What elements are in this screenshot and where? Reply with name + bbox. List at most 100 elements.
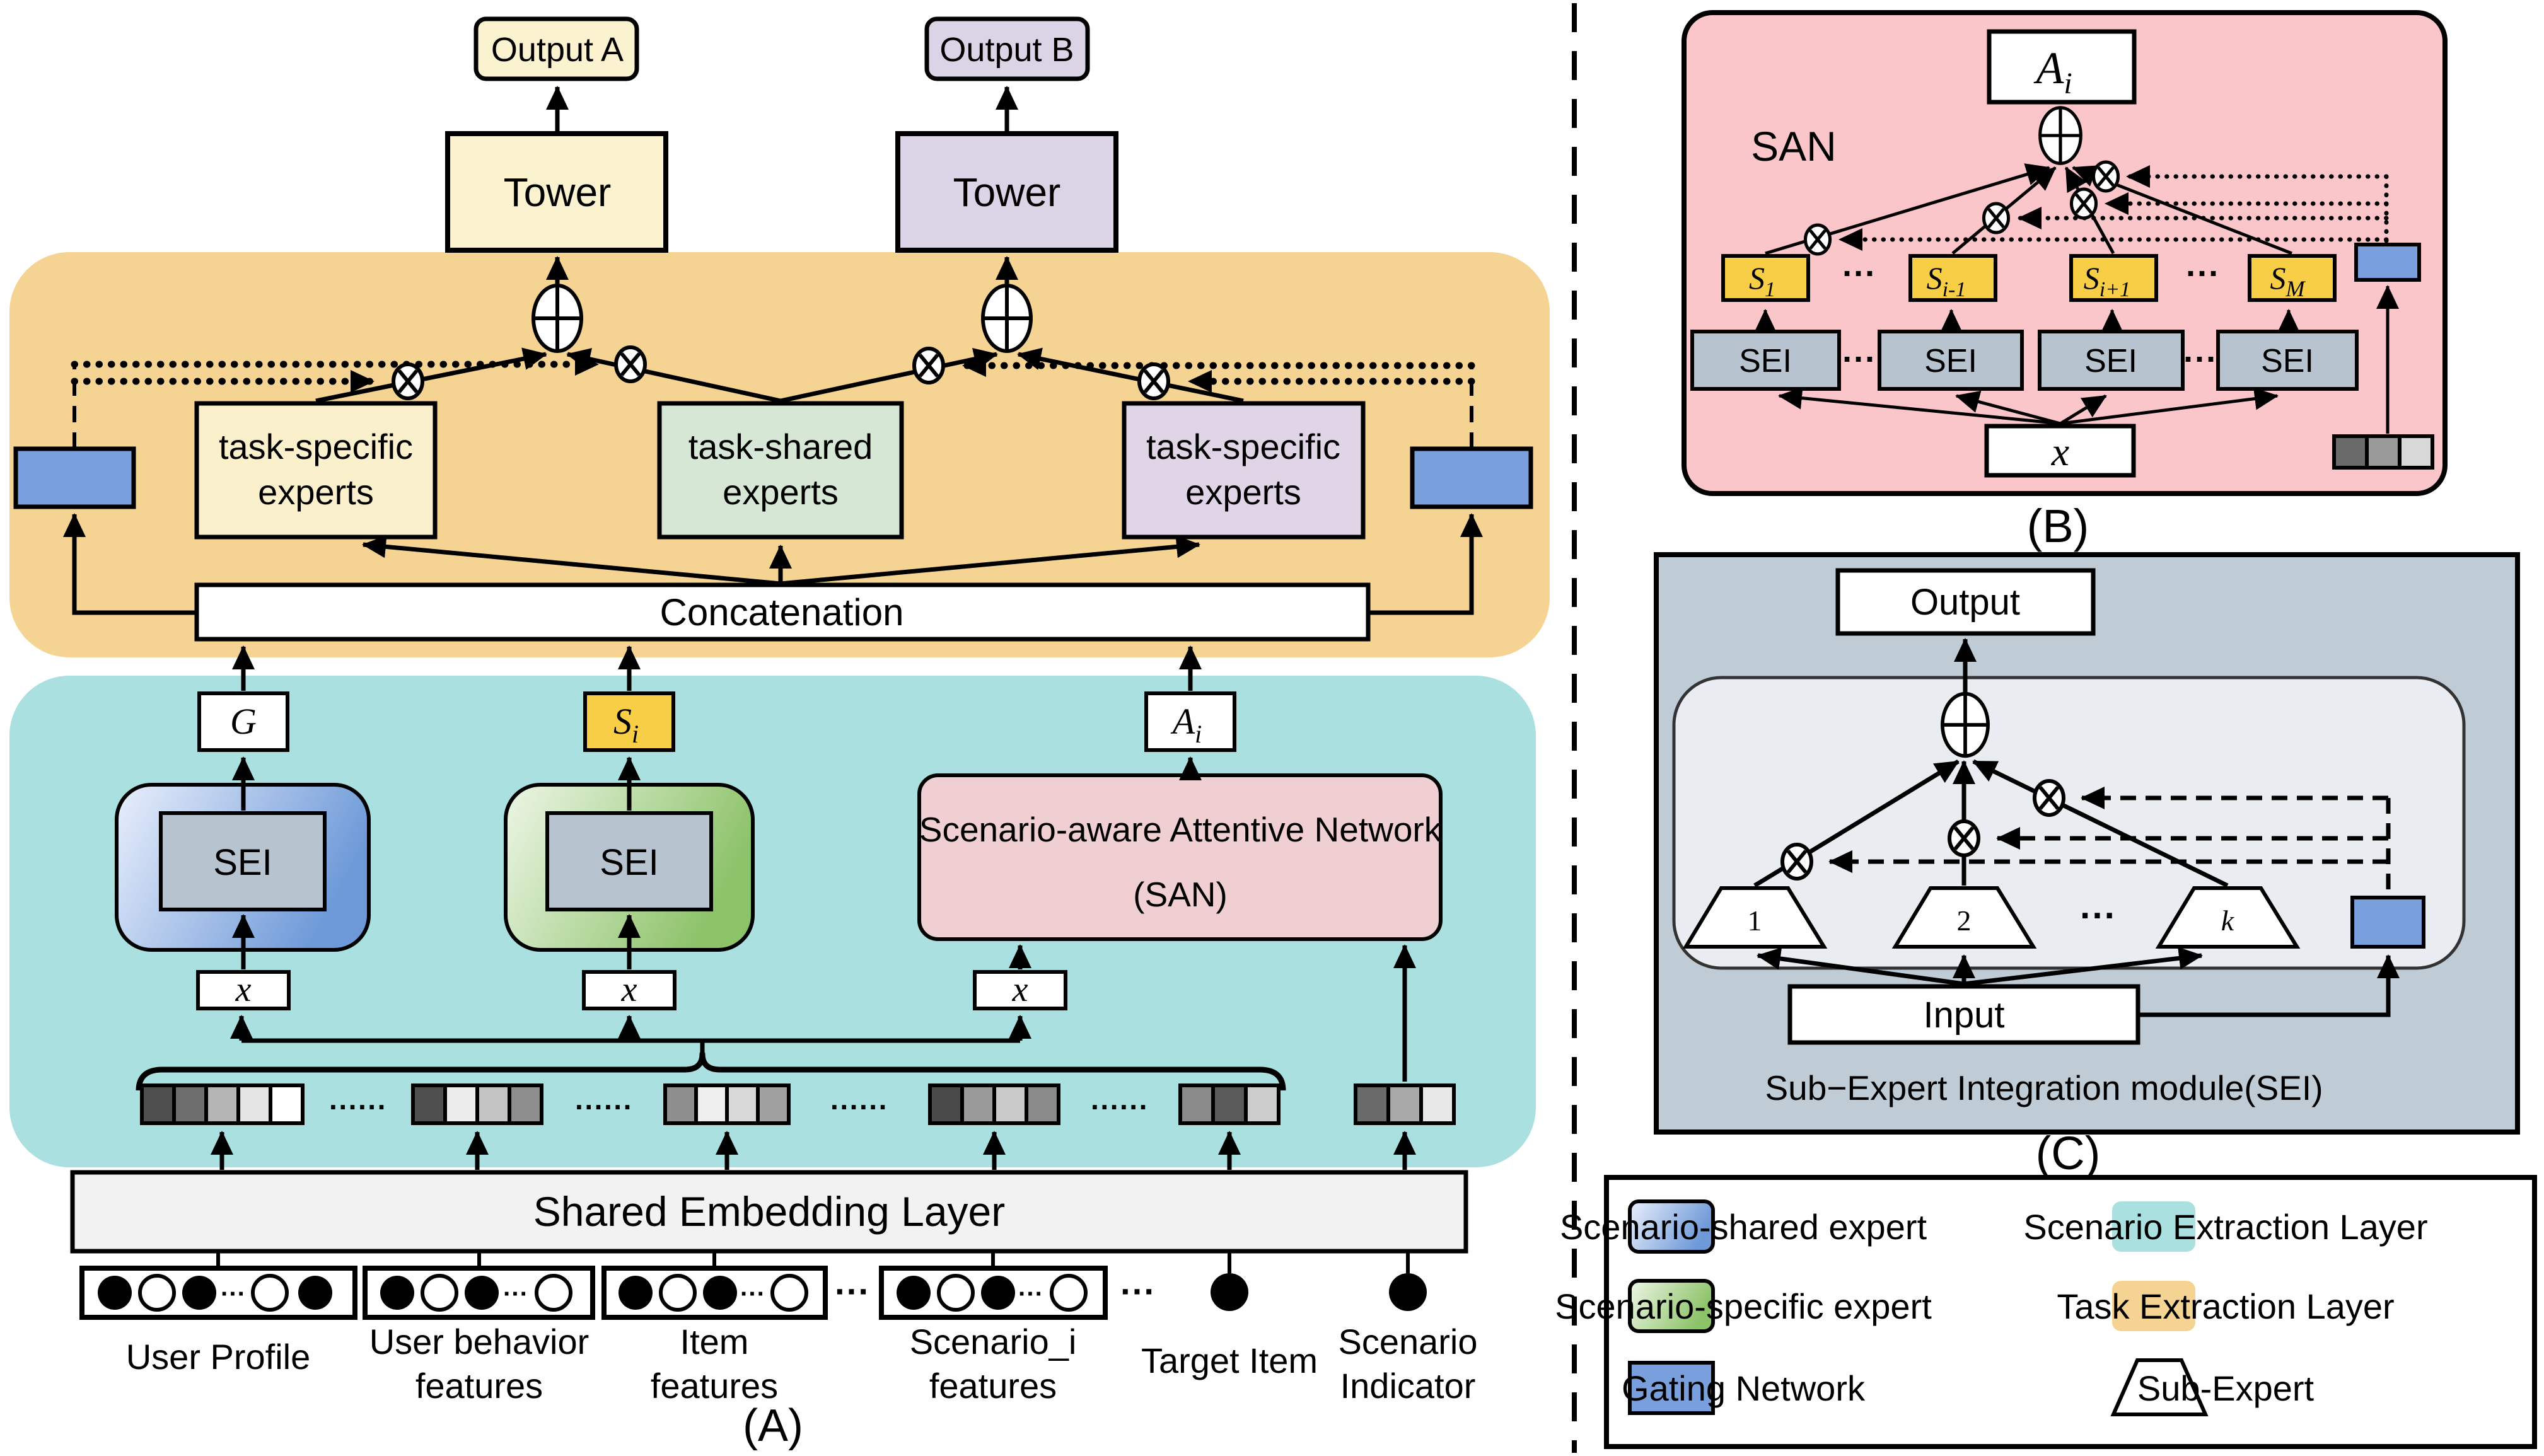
legend-swatch-scenario-specific <box>1628 1279 1715 1333</box>
otimes-a-left-icon <box>393 364 422 398</box>
trapezoid-k-label: k <box>2221 904 2235 937</box>
panel-b-dots: ··· <box>1842 340 1876 378</box>
x-input-3 <box>973 970 1067 1010</box>
line-shared-expert-to-oplus-b <box>780 347 998 403</box>
legend-label-scenario-shared: Scenario-shared expert <box>1560 1207 1927 1247</box>
legend-swatch-scenario-shared <box>1628 1199 1715 1254</box>
legend-box: Scenario-shared expert Scenario-specific… <box>1555 1175 2537 1449</box>
sei-specific-module: SEI <box>504 756 755 969</box>
feature-dot <box>182 1276 216 1310</box>
between-box-dots: ··· <box>835 1271 870 1311</box>
sub-expert-trapezoid-k <box>2155 886 2301 949</box>
output-b-box <box>924 16 1090 81</box>
label-target-item: Target Item <box>1141 1341 1318 1380</box>
panel-b-sei-box-1 <box>1690 330 1841 391</box>
panel-b-sei-label: SEI <box>1924 343 1977 379</box>
task-specific-right-l1: task-specific <box>1146 427 1340 466</box>
label-user-profile: User Profile <box>126 1337 311 1377</box>
panel-b-si-1-label: Si-1 <box>1927 260 1966 301</box>
strip-cell <box>1419 1083 1456 1125</box>
feature-dot <box>703 1276 737 1310</box>
between-box-dots: ··· <box>1120 1271 1156 1311</box>
panel-c-module-caption: Sub−Expert Integration module(SEI) <box>1765 1068 2323 1107</box>
legend-label-sub-expert: Sub-Expert <box>2137 1368 2315 1408</box>
embedding-strip-5 <box>1178 1083 1281 1125</box>
feature-dot <box>981 1276 1015 1310</box>
embedding-strip-2 <box>411 1083 543 1125</box>
arrow-input-to-gate <box>2138 954 2400 1017</box>
tower-a-label: Tower <box>504 170 612 215</box>
strip-cell <box>1178 1083 1215 1125</box>
arrow-x-to-sei1 <box>1778 386 2061 425</box>
x-input-2-label: x <box>621 970 637 1009</box>
task-a-head: Output A Tower <box>445 16 668 284</box>
panel-b-otimes-icon <box>2093 162 2118 191</box>
legend-label-task-extraction: Task Extraction Layer <box>2057 1286 2394 1326</box>
panel-b-gating-box <box>2354 243 2421 282</box>
task-specific-right-l2: experts <box>1185 472 1301 512</box>
embedding-collector <box>136 1015 1286 1091</box>
curly-brace <box>136 1051 1286 1091</box>
feature-dot <box>619 1276 653 1310</box>
panel-c-sei-detail: Output 1 2 ··· k Input Sub−Expert Integr… <box>1654 552 2520 1135</box>
san-line1: Scenario-aware Attentive Network <box>919 810 1442 849</box>
san-box <box>917 773 1443 941</box>
legend-border <box>1604 1175 2537 1449</box>
feature-inner-dots: ··· <box>221 1280 246 1308</box>
oplus-task-a-icon <box>533 286 581 351</box>
legend-swatch-sub-expert-trapezoid <box>2110 1358 2209 1416</box>
shared-embedding-label: Shared Embedding Layer <box>533 1188 1006 1235</box>
panel-c-input-label: Input <box>1924 995 2005 1036</box>
panel-b-x-label: x <box>2051 429 2069 474</box>
line-shared-expert-to-oplus-a <box>566 348 781 403</box>
arrow-concat-to-right-expert <box>780 535 1200 586</box>
output-b-label: Output B <box>939 31 1074 69</box>
line-trapk-to-oplus <box>1972 759 2229 888</box>
panel-b-title: SAN <box>1751 123 1837 170</box>
strip-cell <box>992 1083 1028 1125</box>
feature-dot <box>421 1274 458 1312</box>
panel-b-sei-label: SEI <box>2084 343 2137 379</box>
panel-b-oplus-icon <box>2040 108 2081 163</box>
feature-inner-dots: ··· <box>1018 1280 1043 1308</box>
g-box <box>197 691 289 752</box>
panel-c-input-box <box>1787 984 2140 1045</box>
panel-b-sm-box <box>2248 254 2337 302</box>
arrow-input-to-trapk <box>1963 947 2203 986</box>
panel-b-s1-box <box>1721 254 1810 302</box>
strip-cell <box>475 1083 511 1125</box>
panel-b-dots: ··· <box>1842 255 1876 292</box>
si-box <box>583 691 675 752</box>
panel-b-otimes-icon <box>1984 204 2008 233</box>
panel-c-gating-box <box>2350 896 2425 949</box>
label-user-behavior-l1: User behavior <box>369 1322 590 1361</box>
panel-a-caption: (A) <box>743 1401 803 1451</box>
sub-expert-trapezoid-1 <box>1682 886 1828 949</box>
arrow-concat-to-left-expert <box>362 535 781 586</box>
task-b-head: Output B Tower <box>895 16 1118 284</box>
label-scenario-features-l1: Scenario_i <box>910 1322 1077 1361</box>
feature-dot <box>937 1274 975 1312</box>
tower-b-label: Tower <box>953 170 1061 215</box>
g-label: G <box>230 701 257 742</box>
strip-cell <box>1025 1083 1060 1125</box>
panel-b-sei-label: SEI <box>1739 343 1792 379</box>
strip-dots-1: ······ <box>329 1090 387 1123</box>
shared-embedding-layer: Shared Embedding Layer <box>70 1131 1468 1254</box>
panel-b-si1-label: Si+1 <box>2084 260 2130 301</box>
panel-b-otimes-icon <box>2071 189 2096 218</box>
embedding-strip-4 <box>928 1083 1060 1125</box>
legend-label-gating: Gating Network <box>1622 1368 1866 1408</box>
shared-embedding-bar <box>70 1170 1468 1254</box>
strip-cell <box>694 1083 729 1125</box>
label-scenario-indicator-l2: Indicator <box>1340 1366 1476 1406</box>
line-left-expert-to-oplus-a <box>315 347 547 403</box>
panel-b-s1-label: S1 <box>1749 260 1775 301</box>
feature-dot <box>1050 1274 1088 1312</box>
legend-swatch-scenario-extraction <box>2112 1201 2195 1252</box>
output-a-label: Output A <box>491 31 624 69</box>
strip-cell <box>2398 434 2434 470</box>
san-module: Scenario-aware Attentive Network (SAN) <box>917 756 1443 1082</box>
trapezoid-1-label: 1 <box>1748 904 1762 937</box>
gating-lines-right <box>960 354 1475 449</box>
